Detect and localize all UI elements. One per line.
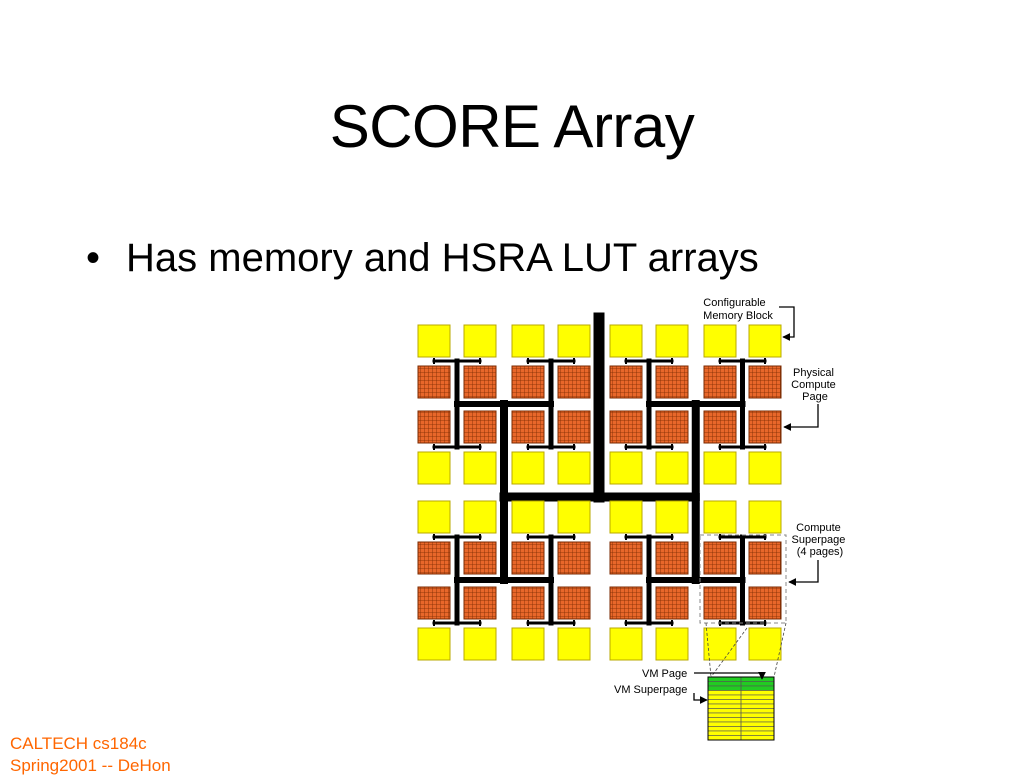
memory-block-tile — [463, 500, 497, 534]
memory-block-tile — [463, 324, 497, 358]
memory-block-tile — [703, 324, 737, 358]
memory-block-tile — [511, 627, 545, 661]
label-compute-superpage: Compute Superpage (4 pages) — [792, 522, 849, 558]
tile-array — [417, 324, 782, 661]
compute-page-tile — [417, 410, 451, 444]
memory-block-tile — [417, 451, 451, 485]
memory-block-tile — [748, 451, 782, 485]
memory-block-tile — [557, 627, 591, 661]
compute-page-tile — [609, 365, 643, 399]
compute-page-tile — [511, 410, 545, 444]
superpage-zoom-line — [705, 622, 712, 678]
compute-page-tile — [655, 365, 689, 399]
superpage-zoom-line — [710, 627, 748, 678]
label-vm-superpage: VM Superpage — [614, 684, 687, 696]
memory-block-tile — [655, 627, 689, 661]
compute-page-tile — [655, 586, 689, 620]
compute-page-tile — [748, 410, 782, 444]
slide-title: SCORE Array — [329, 93, 695, 160]
label-configurable-memory-block: Configurable Memory Block — [703, 297, 773, 322]
memory-block-tile — [511, 324, 545, 358]
compute-page-tile — [703, 541, 737, 575]
compute-page-tile — [703, 410, 737, 444]
arrow-memory-block — [779, 306, 795, 341]
compute-page-tile — [463, 410, 497, 444]
memory-block-tile — [703, 500, 737, 534]
arrow-vm-page — [694, 671, 766, 680]
compute-page-tile — [748, 541, 782, 575]
compute-page-tile — [463, 541, 497, 575]
arrow-compute-page — [783, 404, 819, 431]
memory-block-tile — [655, 500, 689, 534]
memory-block-tile — [511, 451, 545, 485]
memory-block-tile — [609, 324, 643, 358]
compute-page-tile — [511, 586, 545, 620]
memory-block-tile — [655, 451, 689, 485]
superpage-outline — [699, 534, 787, 624]
interconnect-tree — [432, 312, 767, 626]
bullet-text: Has memory and HSRA LUT arrays — [126, 236, 759, 280]
bullet-item: • Has memory and HSRA LUT arrays — [86, 230, 759, 286]
label-vm-page: VM Page — [642, 668, 687, 680]
memory-block-tile — [609, 451, 643, 485]
footer: CALTECH cs184c Spring2001 -- DeHon — [10, 733, 171, 777]
compute-page-tile — [703, 365, 737, 399]
compute-page-tile — [655, 410, 689, 444]
label-physical-compute-page: Physical Compute Page — [791, 367, 839, 403]
memory-block-tile — [511, 500, 545, 534]
compute-page-tile — [417, 541, 451, 575]
compute-page-tile — [511, 541, 545, 575]
compute-page-tile — [609, 410, 643, 444]
superpage-zoom-line — [773, 622, 787, 678]
compute-page-tile — [557, 586, 591, 620]
memory-block-tile — [557, 500, 591, 534]
memory-block-tile — [609, 627, 643, 661]
memory-block-tile — [557, 451, 591, 485]
compute-page-tile — [748, 586, 782, 620]
compute-page-tile — [463, 586, 497, 620]
arrow-vm-superpage — [693, 693, 708, 704]
bullet-dot: • — [86, 236, 101, 280]
bullet-list: • Has memory and HSRA LUT arrays — [86, 230, 759, 286]
memory-block-tile — [417, 627, 451, 661]
footer-term-author: Spring2001 -- DeHon — [10, 756, 171, 775]
compute-page-tile — [511, 365, 545, 399]
memory-block-tile — [609, 500, 643, 534]
compute-page-tile — [655, 541, 689, 575]
memory-block-tile — [417, 500, 451, 534]
memory-block-tile — [703, 451, 737, 485]
vm-superpage-frame — [707, 676, 775, 741]
compute-page-tile — [557, 541, 591, 575]
memory-block-tile — [748, 324, 782, 358]
memory-block-tile — [748, 627, 782, 661]
compute-page-tile — [557, 365, 591, 399]
memory-block-tile — [557, 324, 591, 358]
memory-block-tile — [748, 500, 782, 534]
compute-page-tile — [748, 365, 782, 399]
memory-block-tile — [655, 324, 689, 358]
compute-page-tile — [417, 365, 451, 399]
memory-block-tile — [417, 324, 451, 358]
compute-page-tile — [463, 365, 497, 399]
memory-block-tile — [463, 451, 497, 485]
memory-block-tile — [463, 627, 497, 661]
footer-course: CALTECH cs184c — [10, 734, 147, 753]
compute-page-tile — [557, 410, 591, 444]
arrow-compute-superpage — [788, 560, 819, 586]
compute-page-tile — [417, 586, 451, 620]
compute-page-tile — [609, 541, 643, 575]
compute-page-tile — [703, 586, 737, 620]
vm-superpage-detail — [707, 676, 775, 741]
compute-page-tile — [609, 586, 643, 620]
